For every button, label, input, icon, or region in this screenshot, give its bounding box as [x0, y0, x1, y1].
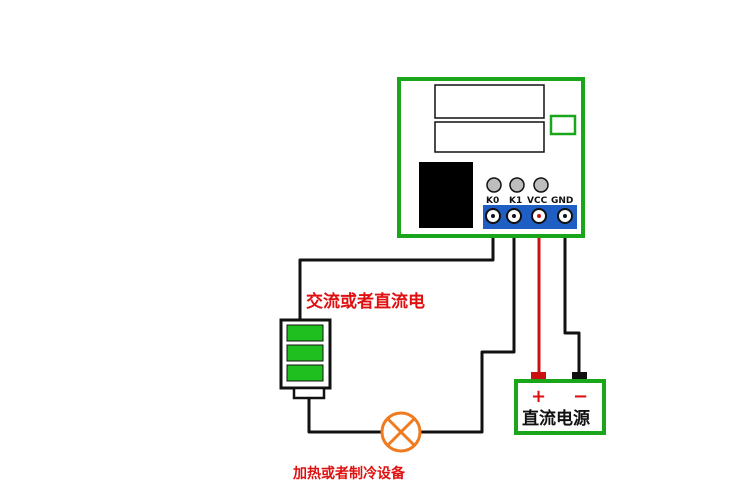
- screw-k0-dot: [491, 214, 495, 218]
- battery-terminal: [292, 386, 326, 400]
- dc-plus-terminal: [531, 372, 546, 383]
- lamp-cross-b: [386, 417, 416, 447]
- knob-1: [486, 177, 502, 193]
- screw-k1-dot: [512, 214, 516, 218]
- screw-vcc-dot: [537, 214, 541, 218]
- dc-supply-box: [514, 379, 606, 435]
- display-window-top: [434, 84, 545, 119]
- battery-icon: [279, 318, 332, 400]
- terminal-screws: [485, 208, 573, 224]
- controller-module: K0 K1 VCC GND: [397, 77, 585, 238]
- pin-label-k1: K1: [509, 196, 522, 206]
- dc-minus-terminal: [572, 372, 587, 383]
- wire-gnd: [563, 216, 581, 376]
- battery-cell-1: [286, 324, 324, 342]
- knob-3: [533, 177, 549, 193]
- dc-plus-sign: +: [531, 386, 546, 407]
- pin-label-gnd: GND: [551, 196, 573, 206]
- dc-minus-sign: −: [573, 386, 588, 407]
- pin-label-vcc: VCC: [527, 196, 548, 206]
- ac-dc-power-label: 交流或者直流电: [306, 291, 425, 312]
- knob-2: [509, 177, 525, 193]
- status-led: [549, 114, 577, 136]
- lamp-icon: [380, 411, 422, 453]
- relay-block: [419, 162, 473, 228]
- dc-supply-label: 直流电源: [522, 408, 590, 429]
- display-window-bottom: [434, 121, 545, 153]
- device-label: 加热或者制冷设备: [292, 465, 406, 482]
- pin-label-k0: K0: [486, 196, 499, 206]
- screw-gnd-dot: [563, 214, 567, 218]
- adjust-knobs: [486, 177, 549, 193]
- battery-cell-2: [286, 344, 324, 362]
- dc-power-supply: + − 直流电源: [514, 372, 606, 435]
- wire-k1: [420, 216, 516, 434]
- battery-cell-3: [286, 364, 324, 382]
- wire-battery-lamp: [307, 398, 382, 434]
